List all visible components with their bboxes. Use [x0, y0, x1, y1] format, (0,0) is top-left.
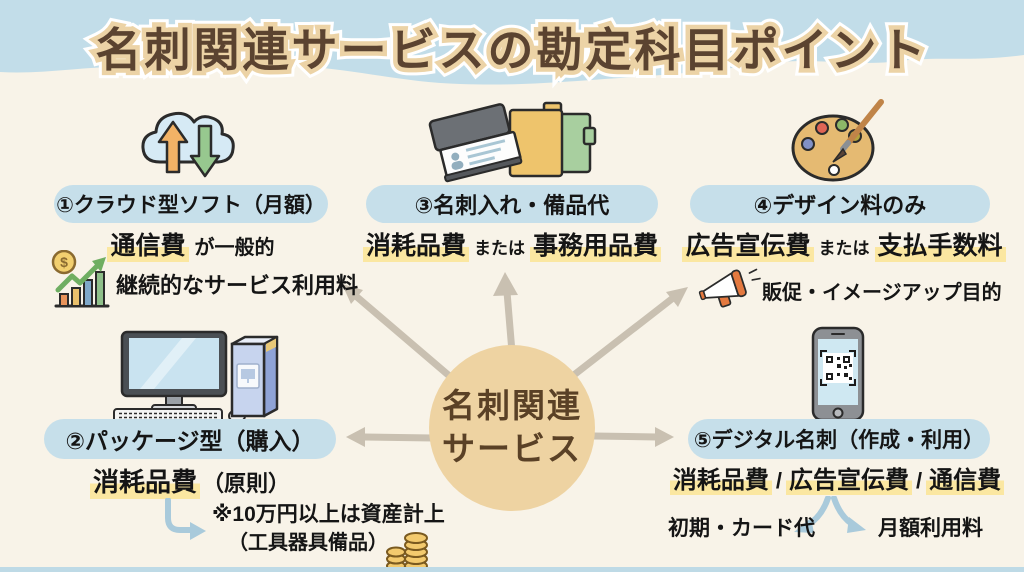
- section-package-heading-text: ②パッケージ型（購入）: [65, 428, 315, 454]
- section-cloud-note-text: 継続的なサービス利用料: [116, 273, 359, 298]
- account-term: 消耗品費: [89, 462, 200, 499]
- section-design-heading-text: ④デザイン料のみ: [753, 193, 927, 218]
- megaphone-icon: [698, 268, 761, 308]
- connector-text: または: [818, 239, 870, 258]
- page-title-text: 名刺関連サービスの勘定科目ポイント: [95, 24, 929, 76]
- svg-text:$: $: [60, 254, 68, 270]
- palette-icon: [791, 99, 884, 182]
- section-digital-note-left-text: 初期・カード代: [668, 517, 815, 540]
- account-term: 広告宣伝費: [682, 226, 814, 262]
- section-cloud-heading-text: ①クラウド型ソフト（月額）: [56, 194, 326, 217]
- page-title-outline-tan: 名刺関連サービスの勘定科目ポイント: [91, 20, 930, 81]
- cloud-sync-icon: [141, 111, 235, 178]
- bottom-band: [0, 567, 1024, 572]
- slash-separator: /: [916, 468, 923, 493]
- section-package-heading: ②パッケージ型（購入）: [44, 419, 336, 459]
- section-package-note1-text: ※10万円以上は資産計上: [212, 503, 445, 526]
- account-term: 通信費: [926, 460, 1005, 495]
- section-cloud-heading: ①クラウド型ソフト（月額）: [54, 185, 328, 223]
- section-supplies-account-line: 消耗品費 または 事務用品費: [360, 226, 664, 262]
- split-arrows-icon: [794, 496, 866, 533]
- bent-arrow-icon: [165, 498, 206, 540]
- account-term: 消耗品費: [669, 460, 772, 495]
- section-design-account-line: 広告宣伝費 または 支払手数料: [682, 226, 1006, 262]
- smartphone-qr-icon: [811, 326, 865, 422]
- account-suffix: （原則）: [202, 471, 291, 496]
- section-digital-note-left: 初期・カード代: [668, 512, 815, 542]
- growth-chart-icon: $: [51, 250, 110, 308]
- section-package-account-line: 消耗品費 （原則）: [44, 462, 336, 499]
- section-digital-note-right: 月額利用料: [878, 512, 983, 542]
- center-node: 名刺関連 サービス: [429, 345, 595, 511]
- account-term: 通信費: [107, 226, 189, 262]
- section-design-note: 販促・イメージアップ目的: [762, 276, 1002, 305]
- center-label-line1: 名刺関連: [442, 387, 582, 425]
- connector-text: または: [474, 239, 525, 258]
- section-digital-account-line: 消耗品費 / 広告宣伝費 / 通信費: [664, 460, 1010, 495]
- section-package-note2: （工具器具備品）: [228, 526, 388, 555]
- section-package-note2-text: （工具器具備品）: [228, 532, 388, 554]
- coins-icon: [386, 532, 428, 572]
- page-title: 名刺関連サービスの勘定科目ポイント 名刺関連サービスの勘定科目ポイント 名刺関連…: [0, 14, 1024, 90]
- account-term: 広告宣伝費: [786, 460, 912, 495]
- section-package-note1: ※10万円以上は資産計上: [212, 498, 445, 528]
- section-digital-heading: ⑤デジタル名刺（作成・利用）: [688, 419, 990, 459]
- section-design-heading: ④デザイン料のみ: [690, 185, 990, 223]
- account-suffix: が一般的: [194, 237, 275, 259]
- section-supplies-heading: ③名刺入れ・備品代: [366, 185, 658, 223]
- section-digital-note-right-text: 月額利用料: [878, 517, 983, 540]
- account-term: 消耗品費: [362, 226, 469, 262]
- page-title-outline-white: 名刺関連サービスの勘定科目ポイント: [88, 17, 933, 84]
- section-supplies-heading-text: ③名刺入れ・備品代: [414, 193, 610, 218]
- section-cloud-note: 継続的なサービス利用料: [116, 268, 358, 300]
- section-digital-heading-text: ⑤デジタル名刺（作成・利用）: [693, 429, 985, 452]
- computer-software-icon: [113, 330, 279, 422]
- top-band: [0, 0, 1024, 85]
- account-term: 事務用品費: [530, 226, 662, 262]
- section-cloud-account-line: 通信費 が一般的: [54, 226, 328, 262]
- account-term: 支払手数料: [874, 226, 1006, 262]
- card-case-folders-icon: [428, 101, 597, 183]
- center-label-line2: サービス: [442, 430, 582, 467]
- section-design-note-text: 販促・イメージアップ目的: [762, 282, 1002, 304]
- slash-separator: /: [775, 468, 782, 493]
